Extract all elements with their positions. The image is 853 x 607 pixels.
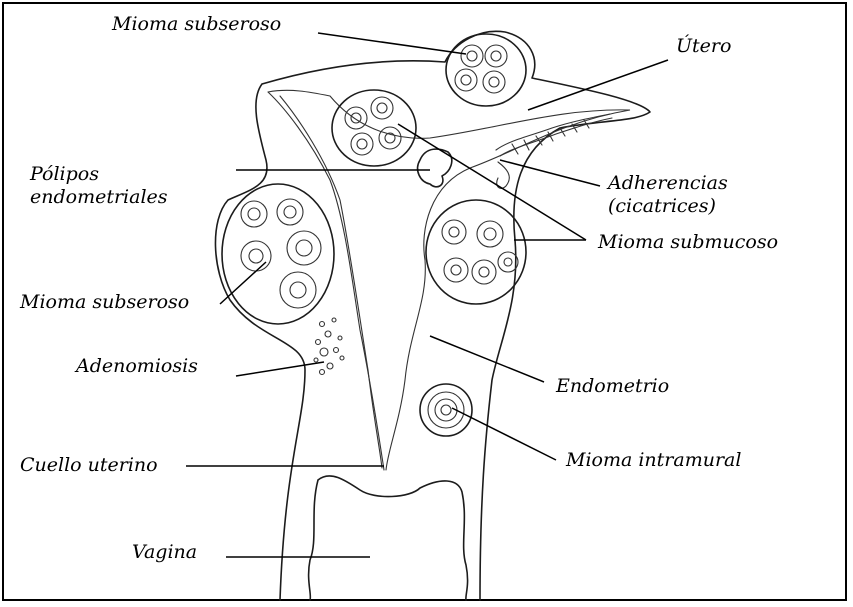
mioma-subseroso-top-shape	[446, 34, 526, 106]
label-polipos-line1: Pólipos	[30, 164, 99, 185]
adenomyosis-shape	[314, 318, 344, 375]
label-vagina: Vagina	[132, 542, 197, 563]
label-utero: Útero	[676, 36, 731, 57]
label-cuello-uterino: Cuello uterino	[20, 455, 158, 476]
leader-lines	[186, 33, 668, 557]
label-mioma-intramural: Mioma intramural	[566, 450, 741, 471]
label-adenomiosis: Adenomiosis	[76, 356, 198, 377]
label-mioma-subseroso-top: Mioma subseroso	[112, 14, 281, 35]
mioma-submucoso-right-shape	[426, 200, 526, 304]
label-mioma-submucoso: Mioma submucoso	[598, 232, 778, 253]
mioma-subseroso-left-shape	[222, 184, 334, 324]
adhesions-shape	[496, 114, 612, 188]
label-polipos-line2: endometriales	[30, 187, 168, 208]
uterus-outline	[215, 31, 650, 600]
label-adherencias-line1: Adherencias	[608, 173, 728, 194]
cervix-outline	[309, 476, 468, 600]
mioma-intramural-shape	[420, 384, 472, 436]
label-adherencias-line2: (cicatrices)	[608, 196, 716, 217]
label-endometrio: Endometrio	[556, 376, 669, 397]
label-mioma-subseroso-left: Mioma subseroso	[20, 292, 189, 313]
